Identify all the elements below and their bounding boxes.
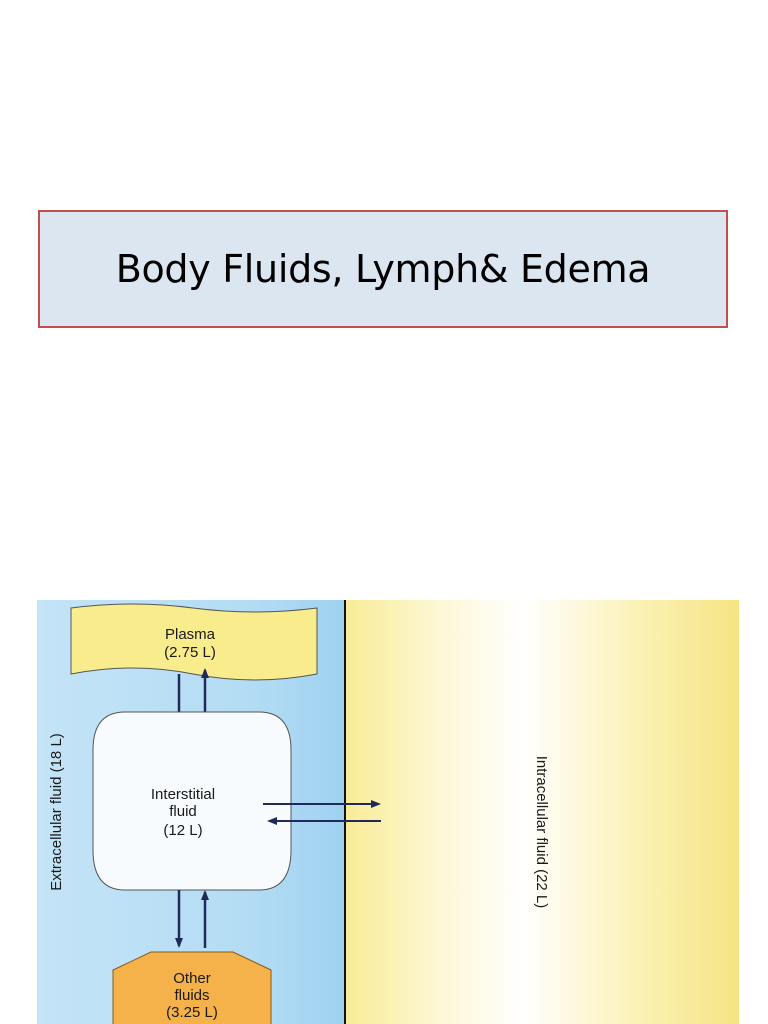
other-name-line2: fluids	[174, 987, 209, 1004]
plasma-name: Plasma	[165, 626, 216, 643]
body-fluid-compartments-diagram: Plasma (2.75 L) Interstitial fluid (12 L…	[37, 600, 739, 1024]
title-box: Body Fluids, Lymph& Edema	[38, 210, 728, 328]
other-name-line1: Other	[173, 970, 211, 987]
other-fluids-shape	[112, 951, 272, 1024]
slide-title: Body Fluids, Lymph& Edema	[115, 247, 651, 291]
plasma-banner	[70, 603, 318, 681]
intracellular-compartment	[346, 600, 739, 1024]
interstitial-volume: (12 L)	[163, 822, 202, 839]
interstitial-name-line1: Interstitial	[151, 786, 215, 803]
interstitial-box	[92, 711, 292, 891]
other-volume: (3.25 L)	[166, 1004, 218, 1021]
intracellular-fluid-label: Intracellular fluid (22 L)	[533, 756, 550, 909]
interstitial-name-line2: fluid	[169, 803, 197, 820]
plasma-volume: (2.75 L)	[164, 644, 216, 661]
extracellular-fluid-label: Extracellular fluid (18 L)	[48, 733, 65, 891]
